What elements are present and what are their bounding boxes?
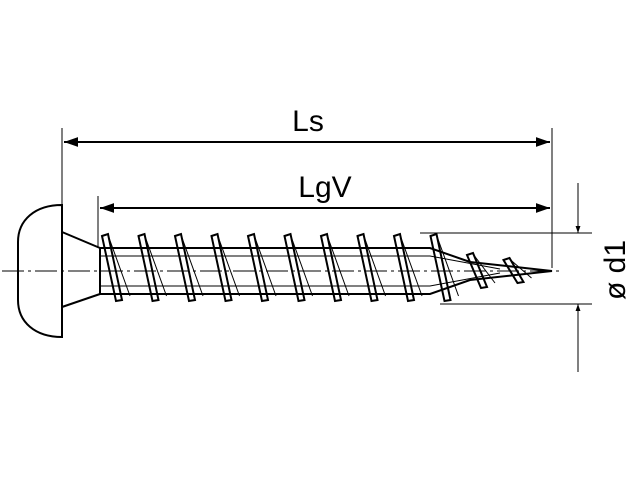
thread-turns — [100, 232, 532, 303]
thread-turn-back — [399, 234, 423, 297]
thread-turn-back — [436, 234, 459, 297]
thread-turn-back — [217, 234, 240, 297]
thread-crest-outline — [100, 247, 553, 295]
thread-turn — [173, 232, 197, 303]
screw-head — [17, 203, 63, 339]
label-lgv: LgV — [298, 171, 351, 204]
head-neck-top — [61, 231, 101, 249]
thread-turn-back — [290, 234, 313, 297]
thread-turn-back — [144, 234, 167, 297]
thread-turn — [429, 232, 452, 303]
head-neck-bottom — [61, 293, 101, 308]
thread-turn-back — [107, 234, 131, 297]
thread-turn — [283, 232, 306, 303]
thread-turn — [210, 232, 233, 303]
thread-turn — [356, 232, 379, 303]
label-d1: ø d1 — [599, 240, 632, 300]
thread-turn — [501, 256, 526, 285]
thread-turn-back — [472, 253, 496, 284]
thread-turn — [137, 232, 160, 303]
thread-turn-back — [509, 258, 532, 279]
thread-turn-back — [180, 234, 204, 297]
label-ls: Ls — [292, 105, 324, 138]
thread-turn — [465, 251, 489, 290]
thread-turn — [246, 232, 270, 303]
thread-turn-back — [363, 234, 386, 297]
thread-turn-back — [326, 234, 350, 297]
thread-turn — [392, 232, 416, 303]
thread-turn-back — [253, 234, 277, 297]
thread-turn — [100, 232, 124, 303]
thread-turn — [319, 232, 343, 303]
